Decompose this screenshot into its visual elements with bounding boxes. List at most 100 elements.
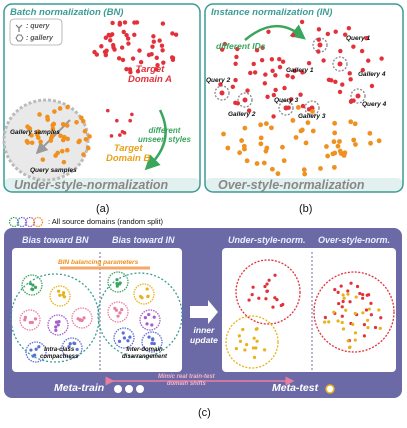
test-over-yellow-point <box>322 320 327 324</box>
instance-red-point <box>298 92 303 97</box>
domain-b-point <box>80 118 86 124</box>
domain-b-point <box>37 112 42 117</box>
query4-label: Query 4 <box>362 101 387 108</box>
over-norm-label: Over-style-norm. <box>318 235 391 245</box>
train-class-point <box>152 341 156 346</box>
panel-b-points <box>218 19 384 177</box>
test-under-yellow-point <box>237 334 241 338</box>
instance-orange-point <box>342 150 348 156</box>
meta-train-label: Meta-train <box>54 382 105 394</box>
domain-a-point <box>130 112 134 117</box>
source-domain-legend-circle <box>16 216 28 228</box>
bias-bn-label: Bias toward BN <box>22 235 89 245</box>
gallery3-label: Gallery 3 <box>298 113 326 120</box>
inner-update-arrow <box>190 300 218 324</box>
train-class-point <box>126 339 130 343</box>
domain-a-point <box>116 56 122 61</box>
test-over-red-point <box>379 316 383 320</box>
instance-red-point <box>285 73 290 78</box>
instance-red-point <box>290 75 295 80</box>
test-under-yellow-point <box>234 346 238 351</box>
domain-a-point <box>125 36 131 41</box>
test-over-yellow-point <box>367 307 371 311</box>
instance-orange-point <box>280 144 285 150</box>
domain-a-point <box>137 48 142 53</box>
instance-orange-point <box>301 167 307 173</box>
test-over-yellow-point <box>353 338 357 342</box>
balancing-label: BIN balancing parameters <box>58 259 139 266</box>
instance-red-point <box>292 68 297 73</box>
panel-c-clusters <box>10 259 395 369</box>
instance-red-point <box>260 45 265 50</box>
instance-orange-point <box>376 138 382 144</box>
train-class-point <box>115 284 119 288</box>
train-class-point <box>117 339 122 343</box>
pair-center-point <box>355 93 361 99</box>
train-class-point <box>115 282 119 286</box>
instance-orange-point <box>258 141 264 147</box>
test-under-red-point <box>265 289 269 293</box>
train-class-point <box>82 316 86 320</box>
instance-red-point <box>359 48 365 54</box>
train-class-point <box>118 311 122 315</box>
domain-a-point <box>109 134 114 138</box>
instance-orange-point <box>258 122 264 128</box>
domain-b-point <box>77 138 82 144</box>
pair-center-point <box>242 97 248 103</box>
source-domain-legend <box>8 216 44 228</box>
train-class-point <box>54 325 58 329</box>
domain-b-point <box>82 128 88 134</box>
legend-gallery-label: : gallery <box>26 35 53 42</box>
test-under-red-point <box>279 303 283 308</box>
instance-orange-point <box>242 125 248 131</box>
test-under-yellow-point <box>252 336 256 340</box>
instance-red-point <box>280 59 286 64</box>
domain-a-point <box>124 66 129 72</box>
train-class-point <box>57 289 61 293</box>
domain-b-point <box>52 109 57 114</box>
instance-red-point <box>346 25 352 31</box>
domain-a-point <box>121 29 126 35</box>
instance-orange-point <box>332 130 338 136</box>
domain-a-point <box>155 63 160 68</box>
test-over-yellow-point <box>366 318 370 322</box>
test-under-yellow-point <box>255 339 259 343</box>
instance-orange-point <box>353 142 358 147</box>
train-class-point <box>150 341 154 346</box>
test-under-red-point <box>264 297 268 301</box>
query2-label: Query 2 <box>206 77 231 84</box>
instance-red-point <box>369 83 375 89</box>
instance-orange-point <box>263 121 269 126</box>
domain-a-point <box>106 32 111 38</box>
train-class-ring <box>49 285 71 307</box>
test-over-red-point <box>333 287 337 292</box>
test-over-yellow-point <box>351 322 355 326</box>
panel-b-footer-band <box>205 178 403 192</box>
test-over-red-point <box>361 296 365 300</box>
pair-center-point <box>337 61 343 67</box>
train-class-point <box>73 341 77 346</box>
instance-red-point <box>342 32 348 37</box>
instance-orange-point <box>337 139 342 144</box>
train-class-ring <box>133 283 155 305</box>
instance-orange-point <box>310 108 315 114</box>
test-over-red-point <box>348 300 352 304</box>
train-class-point <box>34 347 38 351</box>
train-class-point <box>31 283 35 287</box>
domain-a-point <box>110 20 115 26</box>
instance-red-point <box>259 57 265 63</box>
domain-a-point <box>161 60 166 65</box>
test-over-red-point <box>362 334 366 338</box>
gallery2-label: Gallery 2 <box>228 111 256 118</box>
instance-red-point <box>300 70 305 75</box>
domain-a-point <box>99 44 104 49</box>
inter-domain-label: Inter-domain disarrangement <box>122 347 168 360</box>
domain-a-point <box>138 59 144 65</box>
query1-label: Query 1 <box>346 35 371 42</box>
domain-a-point <box>159 43 165 48</box>
instance-orange-point <box>305 120 311 126</box>
instance-red-point <box>248 70 253 76</box>
instance-orange-point <box>269 166 275 172</box>
domain-b-point <box>83 136 89 142</box>
train-class-point <box>152 315 156 319</box>
